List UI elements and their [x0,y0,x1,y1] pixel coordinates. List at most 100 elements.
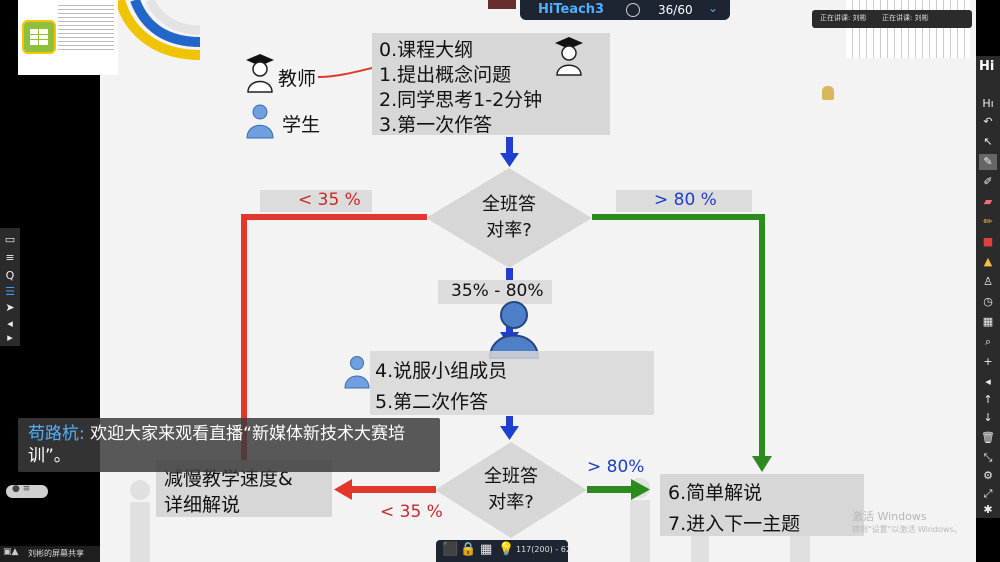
add-icon[interactable]: + [983,355,993,368]
step-box-1: 0.课程大纲 1.提出概念问题 2.同学思考1-2分钟 3.第一次作答 [372,33,610,136]
app-version: 3 [595,2,605,17]
app-name: HiTeach3 [538,2,604,17]
step-item: 5.第二次作答 [375,391,489,413]
lock-icon[interactable]: 🔒 [460,542,477,557]
low-percent-label: < 35 % [298,190,361,210]
undo-icon[interactable]: ↶ [983,115,993,128]
status-bar: ⬛ 🔒 ▦ 💡 117(200) - 62 [436,540,571,562]
student-icon [344,356,370,389]
slide: 教师 学生 0.课程大纲 1.提出概念问题 2.同学思考1-2分钟 3.第一次作… [100,0,976,562]
high-percent-label-2: > 80% [587,457,645,477]
low-percent-label-2: < 35 % [380,502,443,522]
mid-percent-label: 35% - 80% [451,281,544,301]
high-label-box-1: > 80 % [616,190,752,212]
gear-icon[interactable]: ✱ [983,503,993,516]
pointer-icon[interactable]: ➤ [5,301,15,314]
step-item: 3.第一次作答 [379,114,493,136]
chat-content: 欢迎大家来观看直播“新媒体新技术大赛培训”。 [28,424,405,466]
record-icon[interactable]: ■ [982,235,994,248]
student-icon[interactable]: ♙ [983,275,993,288]
speaking-label: 正在讲课: 刘彬 [820,14,867,22]
teacher-icon [555,37,583,76]
chat-message: 苟路杭: 欢迎大家来观看直播“新媒体新技术大赛培训”。 [18,418,440,472]
prev-icon[interactable]: ◂ [985,375,991,388]
camera-preview [846,0,970,58]
step-item: 1.提出概念问题 [379,64,512,86]
expand-icon[interactable]: ⤡ [983,451,993,464]
pointer-icon[interactable]: ↖ [983,135,993,148]
next-topic-box: 6.简单解说 7.进入下一主题 [660,474,864,536]
chat-text: 苟路杭: 欢迎大家来观看直播“新媒体新技术大赛培训”。 [28,423,432,467]
thumbnail-preview[interactable] [18,0,118,75]
list-icon[interactable]: ☰ [5,285,15,298]
student-legend-label: 学生 [282,114,321,136]
student-marker-icon [822,86,834,100]
diamond-line: 对率? [488,492,534,513]
calendar-icon[interactable]: ▦ [982,315,994,328]
spreadsheet-icon[interactable] [22,20,56,54]
diamond-line: 对率? [486,220,532,241]
chat-bubble-icon: ● ≡ [12,484,31,494]
speaking-banner: 正在讲课: 刘彬 正在讲课: 刘彬 [812,10,972,28]
down-icon[interactable]: ↓ [983,411,993,424]
delete-icon[interactable]: 🗑 [981,431,995,444]
speaking-label: 正在讲课: 刘彬 [882,14,929,22]
step-item: 0.课程大纲 [379,39,474,61]
share-icons[interactable]: ▣▲ [3,547,19,557]
qr-icon[interactable]: ▦ [480,542,493,557]
high-percent-label: > 80 % [654,190,717,210]
chevron-down-icon[interactable]: ⌄ [708,1,719,15]
stamp-icon[interactable]: ▲ [983,255,993,268]
teacher-icon [246,54,274,93]
bulb-icon[interactable]: 💡 [498,542,515,557]
status-text: 117(200) - 62 [516,545,571,554]
share-label: 刘彬的屏幕共享 [28,549,84,558]
zoom-icon[interactable]: ⌕ [984,335,992,348]
search-icon[interactable]: Q [5,269,15,282]
highlighter-icon[interactable]: ✏ [983,215,993,228]
screen-share-bar: ▣▲ 刘彬的屏幕共享 [0,546,100,562]
windows-watermark: 激活 Windows 转到"设置"以激活 Windows。 [852,510,962,536]
share-icon[interactable]: ⬛ [442,542,459,557]
page-counter: 36/60 [658,3,693,17]
pen-icon[interactable]: ✎ [979,154,997,170]
student-icon [246,104,274,139]
watermark-line: 转到"设置"以激活 Windows。 [852,525,962,534]
next-page-icon[interactable]: ▸ [7,331,13,344]
up-icon[interactable]: ↑ [983,393,993,406]
shrink-icon[interactable]: ⤢ [983,487,993,500]
thumbnail-text-lines [58,2,114,52]
eraser-icon[interactable]: ▰ [983,195,993,208]
timer-icon[interactable]: ◷ [983,295,993,308]
chat-sender: 苟路杭: [28,424,85,444]
decorative-arc [115,0,200,60]
app-name-text: HiTeach [538,2,596,17]
hiteach-topbar: HiTeach3 36/60 ⌄ [520,0,730,20]
flow-lines [234,137,772,538]
diamond-line: 全班答 [482,194,536,215]
hi-icon[interactable]: Hı [982,97,994,110]
decision-diamond-2: 全班答 对率? [471,464,551,516]
step-item: 4.说服小组成员 [375,360,508,382]
marker-icon[interactable]: ✐ [983,175,993,188]
decision-diamond-1: 全班答 对率? [469,192,549,244]
screen-icon[interactable]: ▭ [4,233,16,246]
settings-icon[interactable]: ⚙ [983,469,993,482]
recording-indicator[interactable] [488,0,516,9]
step-item: 6.简单解说 [668,482,763,504]
step-item: 2.同学思考1-2分钟 [379,89,543,111]
teacher-legend-label: 教师 [278,68,317,90]
left-toolbar: ▭ ≡ Q ☰ ➤ ◂ ▸ [0,228,20,346]
mid-label-box: 35% - 80% [438,280,552,304]
step-item: 详细解说 [164,494,241,516]
step-box-2: 4.说服小组成员 5.第二次作答 [370,351,654,415]
clock-icon[interactable] [626,3,640,17]
low-label-box-1: < 35 % [260,190,372,212]
step-item: 减慢教学速度& [164,468,293,490]
diamond-line: 全班答 [484,466,538,487]
chat-toggle-button[interactable]: ● ≡ [6,484,48,498]
layers-icon[interactable]: ≡ [5,251,15,264]
prev-page-icon[interactable]: ◂ [7,317,13,330]
hi-label[interactable]: Hi [979,59,995,74]
